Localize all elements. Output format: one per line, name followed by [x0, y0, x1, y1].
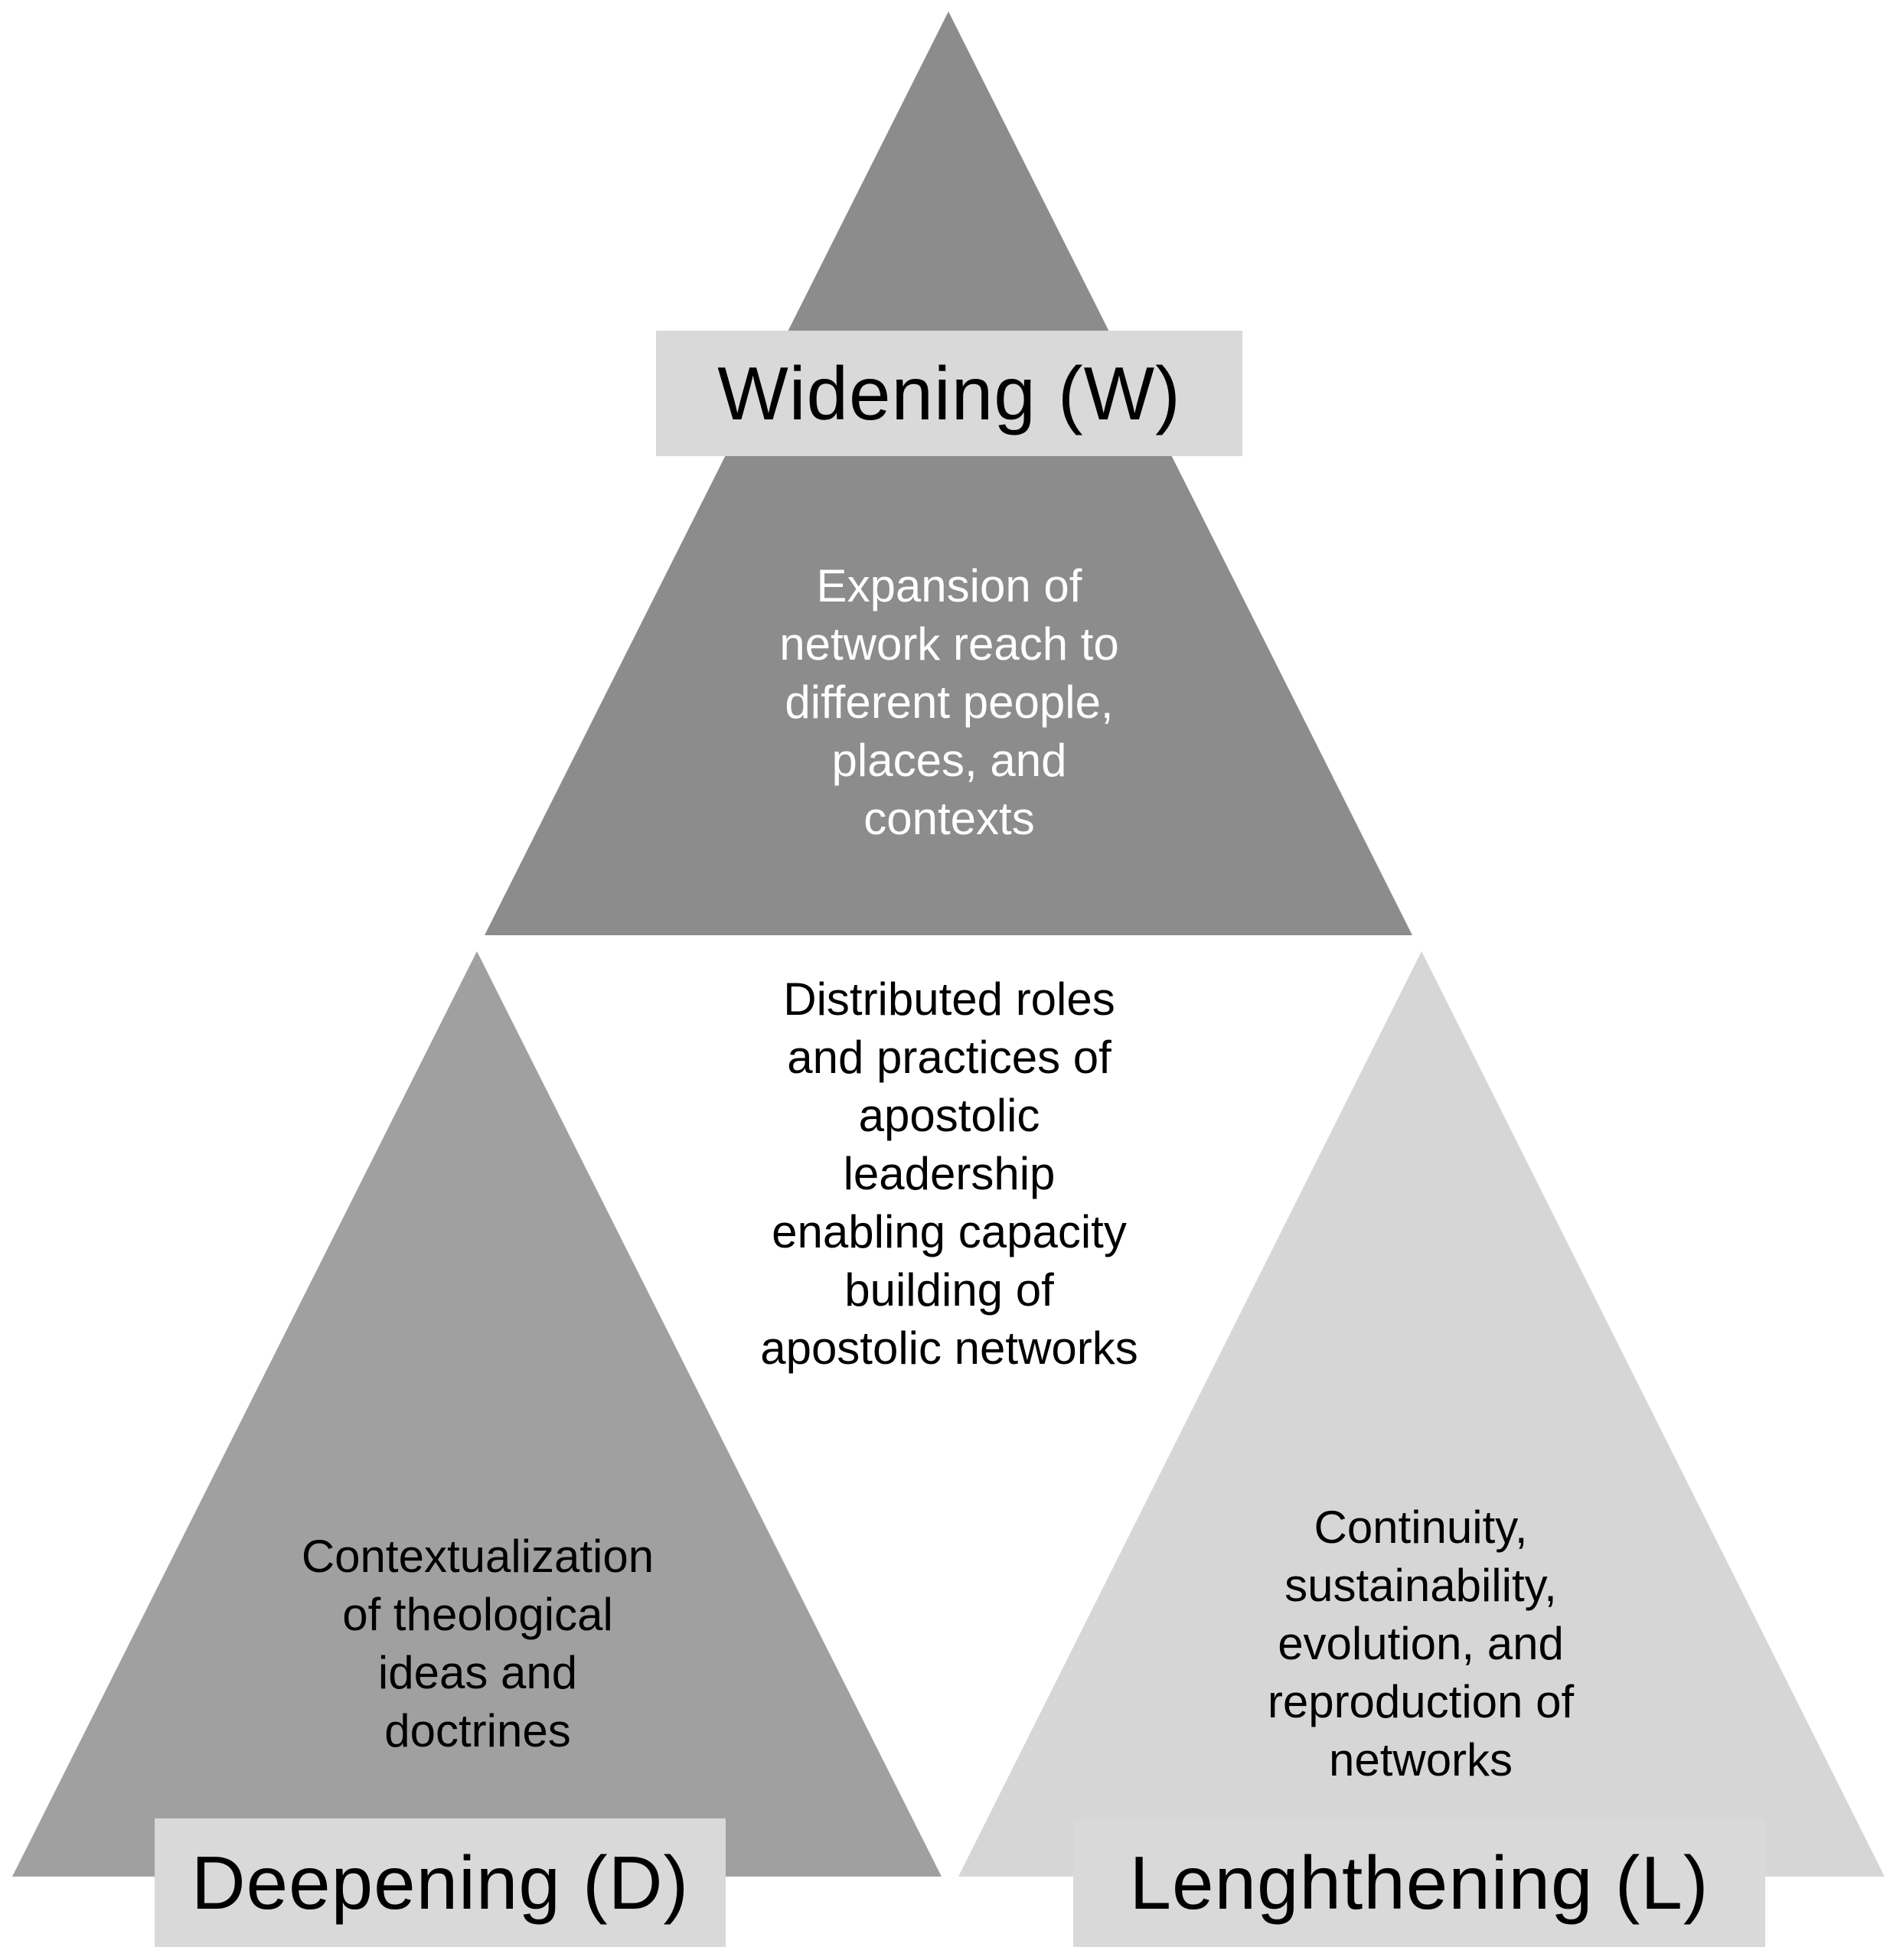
widening-triangle [485, 11, 1412, 935]
lengthening-label: Lenghthening (L) [1129, 1840, 1709, 1925]
lengthening-description: Continuity, sustainability, evolution, a… [1267, 1502, 1575, 1786]
deepening-triangle [12, 951, 942, 1877]
widening-label: Widening (W) [717, 351, 1181, 435]
deepening-label: Deepening (D) [191, 1840, 690, 1925]
widening-description: Expansion of network reach to different … [779, 560, 1119, 844]
deepening-description: Contextualization of theological ideas a… [301, 1531, 654, 1756]
deepening-label-box: Deepening (D) [155, 1818, 726, 1947]
widening-label-box: Widening (W) [656, 331, 1242, 456]
lengthening-label-box: Lenghthening (L) [1073, 1818, 1765, 1947]
lengthening-triangle [958, 951, 1885, 1877]
center-description: Distributed roles and practices of apost… [760, 973, 1138, 1374]
